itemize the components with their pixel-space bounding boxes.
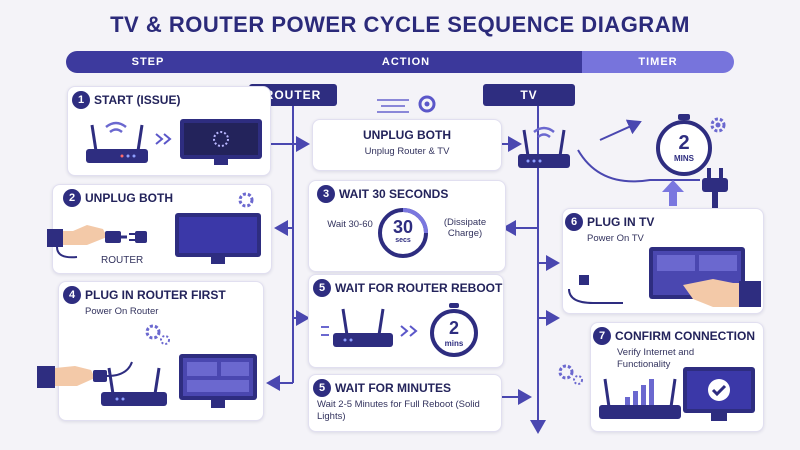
router-icon — [101, 367, 167, 406]
top-timer-unit: MINS — [674, 154, 694, 163]
step-title: START (ISSUE) — [94, 93, 181, 108]
up-arrow-icon — [662, 180, 684, 206]
chevron-right-icon — [155, 133, 172, 145]
router-icon — [518, 126, 570, 168]
step-2-heading: 2 UNPLUG BOTH — [63, 189, 173, 207]
timer-value: 30 — [392, 217, 414, 237]
step-number-badge: 3 — [317, 185, 335, 203]
step-number-badge: 4 — [63, 286, 81, 304]
step-title: WAIT 30 SECONDS — [339, 187, 449, 202]
timer-30-secs: 30 secs — [377, 207, 429, 259]
action-column-header: ACTION — [230, 51, 582, 73]
step-4-heading: 4 PLUG IN ROUTER FIRST — [63, 286, 226, 304]
timer-2-mins: 2 mins — [427, 303, 481, 357]
step-title: UNPLUG BOTH — [85, 191, 173, 206]
step-5b-heading: 5 WAIT FOR MINUTES — [313, 379, 451, 397]
step-column-header: STEP — [66, 51, 230, 73]
hand-icon — [37, 361, 133, 388]
step-1-heading: 1 START (ISSUE) — [72, 91, 180, 109]
step-number-badge: 2 — [63, 189, 81, 207]
action-title: UNPLUG BOTH — [363, 128, 451, 142]
step-title: PLUG IN ROUTER FIRST — [85, 288, 226, 303]
step-subtitle: Verify Internet and Functionality — [617, 347, 695, 370]
step-number-badge: 1 — [72, 91, 90, 109]
top-timer-value: 2 — [678, 132, 690, 154]
gear-icon — [238, 192, 254, 208]
step-subtitle: Power On TV — [587, 233, 644, 244]
timer-value: 2 — [448, 318, 459, 338]
tv-icon — [568, 247, 761, 307]
step-subtitle: Wait 2-5 Minutes for Full Reboot (Solid … — [317, 399, 480, 422]
top-timer: 2 MINS — [652, 112, 716, 176]
plug-icon — [702, 168, 728, 210]
wait-note: Wait 30-60 — [327, 219, 373, 230]
step-5-router-reboot-card: 5 WAIT FOR ROUTER REBOOT 2 mins — [308, 274, 504, 368]
tv-icon — [180, 119, 262, 165]
tv-icon — [179, 354, 257, 408]
loading-spinner-icon — [213, 131, 229, 147]
plug-icon — [93, 370, 107, 382]
step-2-card: 2 UNPLUG BOTH ROUTER — [47, 184, 272, 274]
step-number-badge: 7 — [593, 327, 611, 345]
step-title: WAIT FOR MINUTES — [335, 381, 451, 396]
router-icon — [321, 308, 393, 347]
plug-icon — [105, 231, 121, 243]
gear-icon — [710, 117, 726, 133]
device-label: ROUTER — [101, 255, 144, 266]
step-6-card: 6 PLUG IN TV Power On TV — [562, 208, 764, 314]
timer-column-header: TIMER — [582, 51, 734, 73]
stopwatch-icon — [656, 114, 712, 176]
tv-icon — [175, 213, 261, 264]
step-3-heading: 3 WAIT 30 SECONDS — [317, 185, 448, 203]
timer-unit: secs — [395, 237, 411, 244]
signal-bars-icon — [625, 379, 654, 405]
router-lane-header: ROUTER — [249, 84, 337, 106]
column-header-bar: STEP ACTION TIMER — [66, 51, 734, 73]
router-icon — [599, 378, 681, 419]
step-title: WAIT FOR ROUTER REBOOT — [335, 281, 503, 296]
hand-icon — [47, 225, 147, 259]
step-title: PLUG IN TV — [587, 215, 655, 230]
step-5-heading: 5 WAIT FOR ROUTER REBOOT — [313, 279, 502, 297]
step-3-card: 3 WAIT 30 SECONDS Wait 30-60 30 secs (Dis… — [308, 180, 506, 272]
diagram-title: TV & ROUTER POWER CYCLE SEQUENCE DIAGRAM — [110, 12, 690, 37]
chevron-right-icon — [400, 325, 418, 337]
tv-icon — [683, 367, 755, 421]
step-1-card: 1 START (ISSUE) — [67, 86, 271, 176]
step-7-heading: 7 CONFIRM CONNECTION — [593, 327, 755, 345]
unplug-both-action-card: UNPLUG BOTH Unplug Router & TV — [312, 119, 502, 171]
router-icon — [86, 121, 148, 163]
tv-lane-header: TV — [483, 84, 575, 106]
stopwatch-icon — [430, 303, 478, 357]
gear-icon — [558, 364, 583, 385]
step-6-heading: 6 PLUG IN TV — [565, 213, 654, 231]
dissipate-note: (Dissipate Charge) — [443, 217, 487, 239]
gear-icon — [145, 324, 170, 345]
step-title: CONFIRM CONNECTION — [615, 329, 755, 344]
step-number-badge: 5 — [313, 379, 331, 397]
gear-icon — [377, 95, 436, 113]
step-7-card: 7 CONFIRM CONNECTION Verify Internet and … — [590, 322, 764, 432]
step-5-wait-minutes-card: 5 WAIT FOR MINUTES Wait 2-5 Minutes for F… — [308, 374, 502, 432]
plug-icon — [579, 275, 589, 285]
step-4-card: 4 PLUG IN ROUTER FIRST Power On Router — [37, 281, 264, 421]
step-number-badge: 5 — [313, 279, 331, 297]
stopwatch-icon — [378, 208, 428, 258]
timer-unit: mins — [444, 339, 464, 348]
step-subtitle: Power On Router — [85, 306, 159, 317]
action-subtitle: Unplug Router & TV — [364, 146, 450, 157]
step-number-badge: 6 — [565, 213, 583, 231]
